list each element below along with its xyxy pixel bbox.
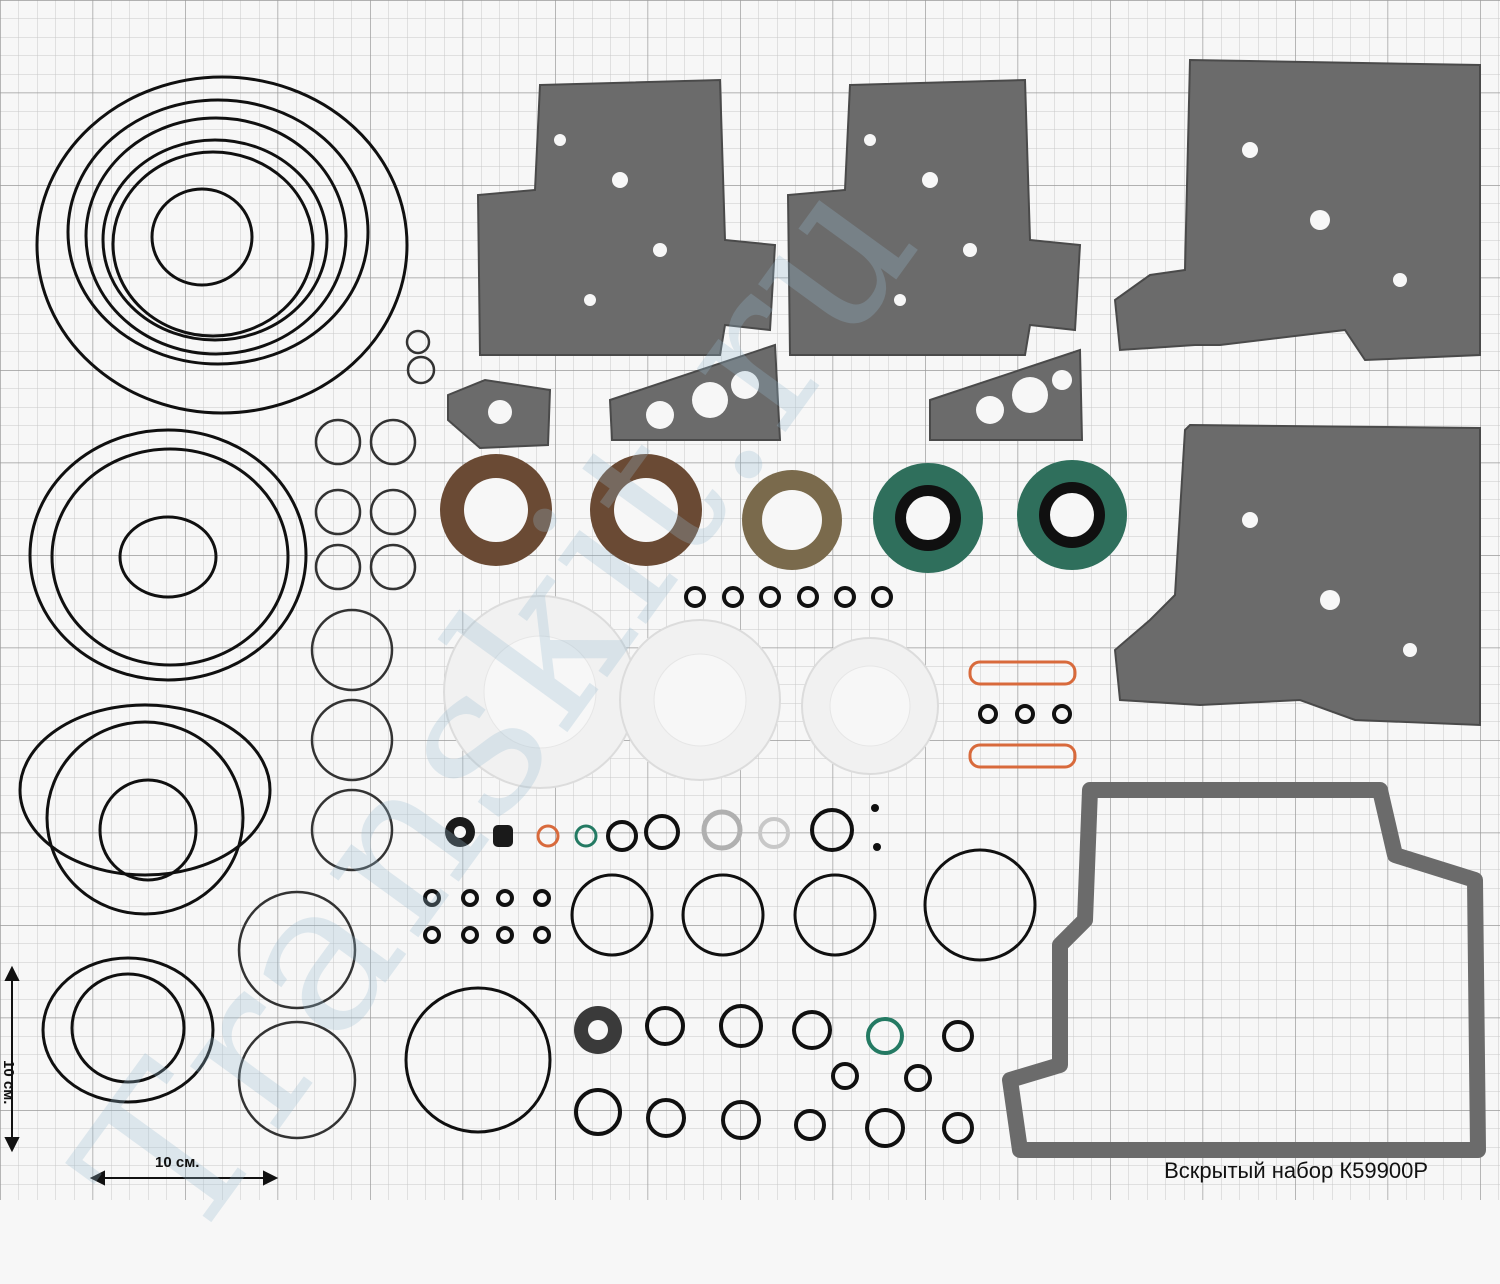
- thrust-washer-holes: [483, 635, 911, 749]
- colored-rings: [445, 660, 1077, 1055]
- scale-label-vertical: 10 см.: [0, 1060, 17, 1105]
- gasket-holes: [488, 134, 1417, 657]
- oil-pan-gasket: [1002, 782, 1486, 1158]
- snap-rings: [237, 329, 436, 1140]
- scale-label-horizontal: 10 см.: [155, 1154, 200, 1171]
- small-o-rings: [404, 586, 1072, 1148]
- shaft-seals: [440, 454, 1127, 573]
- large-o-rings: [18, 75, 409, 1104]
- valve-body-gaskets: [447, 58, 1481, 727]
- scale-bars: [4, 965, 279, 1186]
- kit-caption: Вскрытый набор К59900Р: [1164, 1158, 1428, 1183]
- gasket-kit-photo: [0, 0, 1500, 1200]
